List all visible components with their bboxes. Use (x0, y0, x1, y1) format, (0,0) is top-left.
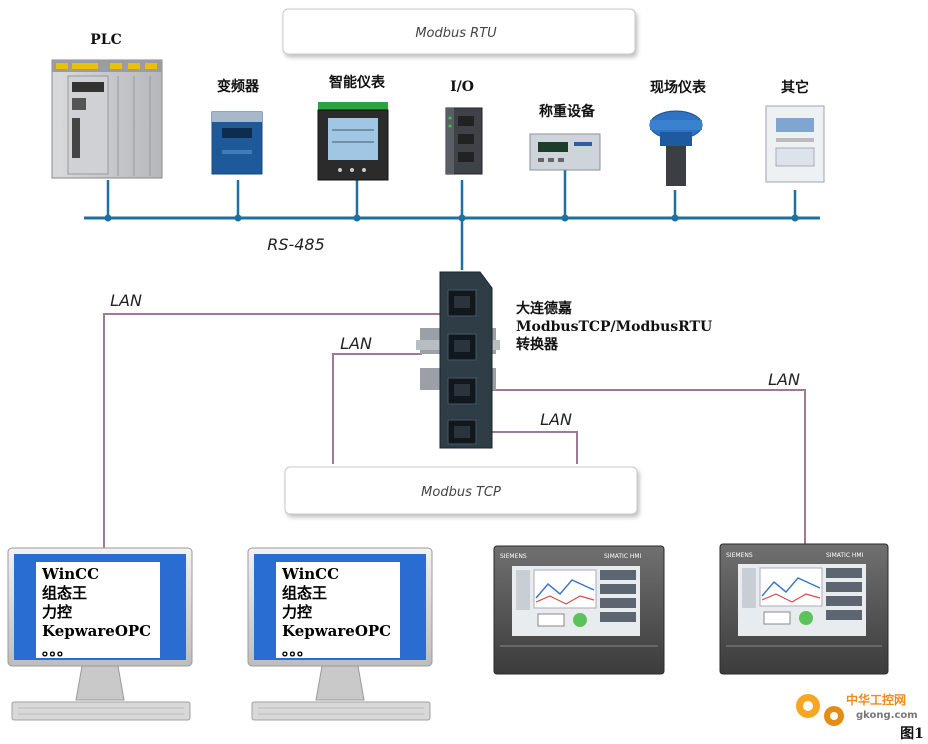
field-instrument-label: 现场仪表 (650, 79, 707, 96)
pc2-line-1: WinCC (281, 565, 339, 583)
other-label: 其它 (781, 79, 809, 96)
plc-device: PLC (51, 32, 163, 179)
converter-device (416, 271, 500, 449)
hmi-panel-2: SIEMENS SIMATIC HMI (719, 543, 889, 675)
figure-label: 图1 (900, 726, 924, 742)
watermark-url: gkong.com (856, 710, 918, 721)
rs485-bus: RS-485 (84, 170, 820, 270)
modbus-rtu-label: Modbus RTU (415, 26, 497, 41)
modbus-tcp-box: Modbus TCP (284, 466, 638, 515)
hmi1-model: SIMATIC HMI (604, 553, 642, 560)
pc2-line-3: 力控 (282, 603, 312, 621)
lan-label-2: LAN (340, 334, 372, 353)
io-label: I/O (450, 79, 474, 95)
lan-label-3: LAN (768, 370, 800, 389)
converter-brand: 大连德嘉 (516, 300, 572, 317)
pc1-line-3: 力控 (42, 603, 72, 621)
pc1-line-4: KepwareOPC (42, 622, 151, 640)
field-instrument-device: 现场仪表 (649, 79, 707, 186)
lan-label-4: LAN (540, 410, 572, 429)
plc-label: PLC (90, 32, 122, 48)
smart-meter-device: 智能仪表 (317, 74, 389, 181)
lan-links (103, 313, 806, 548)
io-device: I/O (445, 79, 483, 175)
pc-workstation-2: WinCC 组态王 力控 KepwareOPC 。。。 (247, 547, 433, 721)
inverter-label: 变频器 (217, 78, 260, 95)
other-device: 其它 (765, 79, 825, 183)
rs485-label: RS-485 (267, 235, 325, 254)
converter-type: 转换器 (516, 336, 559, 353)
modbus-rtu-box: Modbus RTU (282, 8, 636, 55)
pc1-line-2: 组态王 (42, 584, 87, 602)
weighing-device: 称重设备 (529, 103, 601, 171)
pc2-line-4: KepwareOPC (282, 622, 391, 640)
lan-label-1: LAN (110, 291, 142, 310)
pc2-line-5: 。。。 (282, 641, 312, 659)
converter-model: ModbusTCP/ModbusRTU (516, 319, 712, 335)
pc1-line-5: 。。。 (42, 641, 72, 659)
hmi1-brand: SIEMENS (500, 553, 527, 560)
pc2-line-2: 组态王 (282, 584, 327, 602)
modbus-tcp-label: Modbus TCP (421, 485, 501, 500)
watermark-cn: 中华工控网 (846, 692, 906, 707)
smart-meter-label: 智能仪表 (328, 74, 386, 91)
hmi-panel-1: SIEMENS SIMATIC HMI (493, 545, 665, 675)
hmi2-model: SIMATIC HMI (826, 552, 864, 559)
pc-workstation-1: WinCC 组态王 力控 KepwareOPC 。。。 (7, 547, 193, 721)
weighing-label: 称重设备 (539, 103, 596, 120)
watermark-logo: 中华工控网 gkong.com (796, 692, 918, 726)
inverter-device: 变频器 (211, 78, 263, 175)
pc1-line-1: WinCC (41, 565, 99, 583)
hmi2-brand: SIEMENS (726, 552, 753, 559)
